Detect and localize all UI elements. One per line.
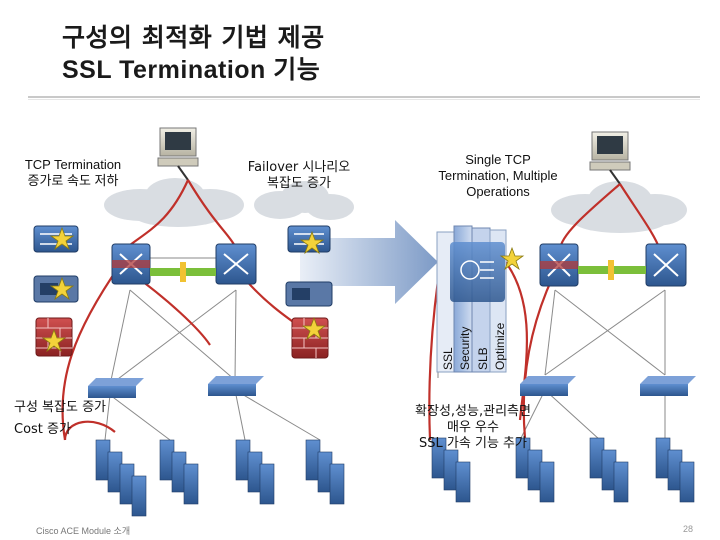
star-markers — [41, 226, 525, 353]
page-number: 28 — [683, 524, 694, 534]
server-group — [95, 437, 695, 517]
trunk-link — [150, 262, 216, 282]
label-line: Failover 시나리오 — [247, 160, 351, 175]
ace-module-stack — [436, 225, 507, 373]
cloud-middle — [254, 181, 354, 220]
router-icon — [111, 243, 151, 285]
label-line: 확장성,성능,관리측면 — [415, 404, 531, 419]
trunk-link — [578, 260, 646, 280]
module-label: SSL — [441, 347, 455, 370]
access-switch — [640, 376, 696, 396]
benefit-label: 확장성,성능,관리측면 매우 우수 SSL 가속 기능 추가 — [398, 404, 548, 452]
router-icon — [645, 243, 687, 287]
transition-arrow — [300, 220, 438, 304]
label-line: Termination, Multiple — [438, 168, 558, 183]
config-complexity-label: 구성 복잡도 증가 Cost 증가 — [14, 400, 134, 438]
module-label: Optimize — [493, 322, 507, 370]
label-line: 복잡도 증가 — [267, 176, 331, 191]
firewall-icon — [291, 317, 329, 359]
router-icon — [215, 243, 257, 285]
access-switch — [520, 376, 576, 396]
star-icon — [41, 328, 67, 353]
pc-icon — [157, 127, 199, 181]
label-line: Operations — [466, 184, 530, 199]
access-switch — [88, 378, 144, 398]
slide-title: 구성의 최적화 기법 제공 SSL Termination 기능 — [62, 22, 325, 86]
cloud-left — [104, 178, 244, 227]
star-icon — [301, 316, 327, 341]
module-label: Security — [458, 326, 472, 370]
label-line: 증가로 속도 저하 — [27, 173, 119, 188]
label-line: SSL 가속 기능 추가 — [419, 436, 527, 451]
pc-icon — [589, 131, 631, 185]
label-line: 매우 우수 — [447, 420, 499, 435]
title-line-1: 구성의 최적화 기법 제공 — [62, 23, 325, 52]
router-icon — [539, 243, 579, 287]
title-line-2: SSL Termination 기능 — [62, 56, 321, 84]
tcp-termination-label: TCP Termination 증가로 속도 저하 — [10, 157, 136, 189]
footer-text: Cisco ACE Module 소개 — [36, 526, 131, 536]
module-label: SLB — [476, 347, 490, 370]
star-icon — [49, 276, 75, 301]
star-icon — [499, 246, 525, 271]
failover-label: Failover 시나리오 복잡도 증가 — [236, 160, 362, 192]
single-tcp-label: Single TCP Termination, Multiple Operati… — [418, 152, 578, 200]
label-line: 구성 복잡도 증가 — [14, 400, 106, 415]
label-line: Single TCP — [465, 152, 531, 167]
link-lines-right — [437, 262, 666, 441]
star-icon — [299, 230, 325, 255]
access-switch — [208, 376, 264, 396]
title-divider — [28, 96, 700, 98]
title-divider-shadow — [28, 99, 700, 100]
appliance-icon — [285, 281, 333, 307]
star-icon — [49, 226, 75, 251]
label-line: TCP Termination — [24, 157, 122, 172]
label-line: Cost 증가 — [14, 422, 71, 437]
